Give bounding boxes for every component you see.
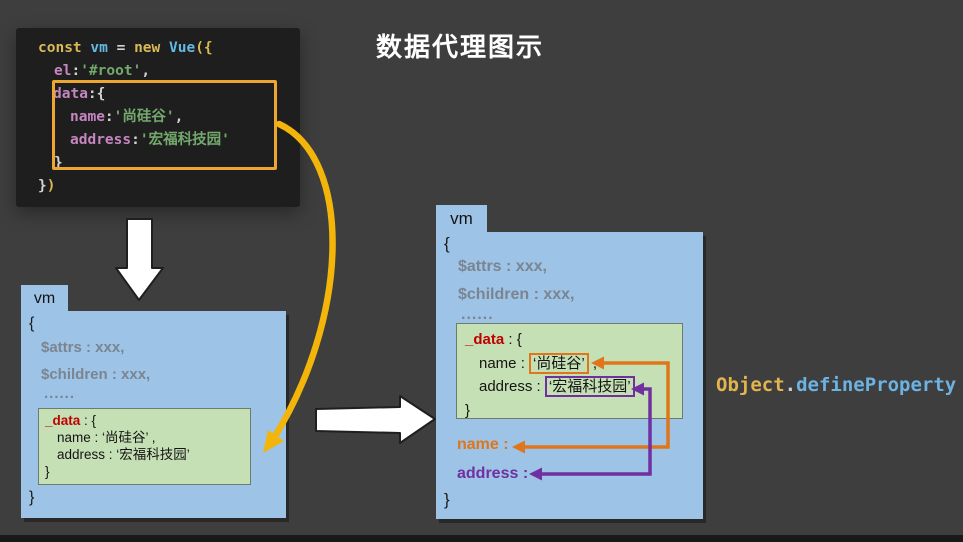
left-data-name-row: name : ‘尚硅谷’ , — [57, 430, 156, 445]
address-value-highlight: ‘宏福科技园’ — [544, 376, 635, 397]
name-value-highlight: ‘尚硅谷’ — [529, 352, 589, 374]
left-data-address-row: address : ‘宏福科技园’ — [57, 447, 190, 462]
left-children-row: $children : xxx, — [41, 366, 151, 383]
right-arrow — [315, 395, 436, 444]
proxy-address-property: address : — [457, 465, 529, 482]
right-data-block: _data : { name : ‘尚硅谷’ , address : ‘宏福科技… — [456, 323, 683, 419]
right-data-name-row: name : ‘尚硅谷’ , — [479, 352, 598, 374]
right-children-row: $children : xxx, — [458, 286, 575, 303]
down-arrow — [115, 218, 164, 301]
left-data-close: } — [45, 464, 50, 479]
right-data-address-row: address : ‘宏福科技园’ — [465, 375, 674, 399]
page-title: 数据代理图示 — [376, 32, 545, 62]
right-vm-box: { $attrs : xxx, $children : xxx, ...... … — [436, 232, 703, 519]
define-property-label: Object.defineProperty — [716, 374, 957, 396]
code-line-5: address:'宏福科技园' — [70, 132, 230, 148]
left-attrs-row: $attrs : xxx, — [41, 339, 125, 356]
data-highlight-rect — [52, 80, 277, 170]
left-ellipsis-row: ...... — [44, 385, 76, 402]
left-data-block: _data : { name : ‘尚硅谷’ , address : ‘宏福科技… — [38, 408, 251, 485]
left-vm-tab: vm — [21, 285, 68, 312]
left-data-key-line: _data : { — [45, 413, 97, 428]
proxy-name-property: name : — [457, 436, 509, 453]
code-line-1: const vm = new Vue({ — [38, 40, 213, 56]
right-data-key-line: _data : { — [465, 331, 522, 348]
right-ellipsis-row: ...... — [461, 306, 494, 323]
vue-code-snippet: const vm = new Vue({ el:'#root', data:{ … — [16, 28, 300, 207]
code-line-2: el:'#root', — [54, 63, 151, 79]
right-attrs-row: $attrs : xxx, — [458, 258, 547, 275]
code-line-3: data:{ — [53, 86, 106, 102]
bottom-letterbox-bar — [0, 535, 963, 542]
left-vm-box: { $attrs : xxx, $children : xxx, ...... … — [21, 311, 286, 518]
right-vm-tab: vm — [436, 205, 487, 232]
right-open-brace: { — [444, 234, 450, 253]
right-close-brace: } — [444, 490, 450, 509]
left-close-brace: } — [29, 489, 35, 506]
code-line-4: name:'尚硅谷', — [70, 109, 184, 125]
right-data-close: } — [465, 401, 471, 419]
left-open-brace: { — [29, 315, 35, 332]
code-line-6: } — [54, 155, 63, 171]
code-line-7: }) — [38, 178, 56, 194]
